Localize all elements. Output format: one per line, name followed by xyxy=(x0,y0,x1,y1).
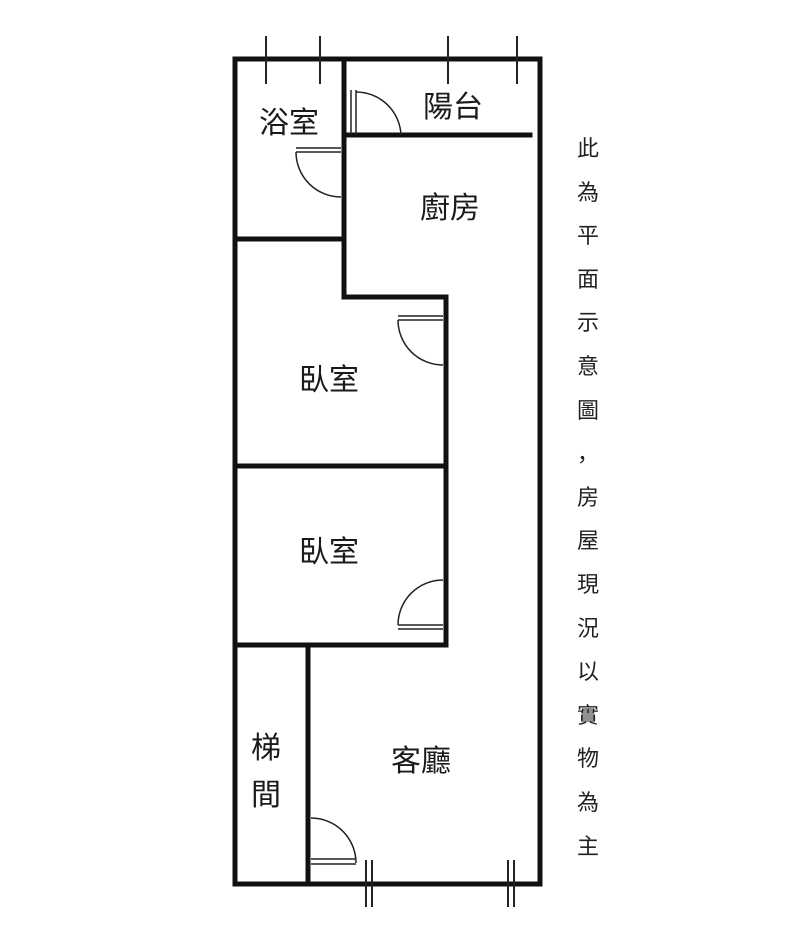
note-char: 況 xyxy=(576,616,599,642)
room-label-bedroom-upper: 臥室 xyxy=(299,363,359,398)
room-label-living: 客廳 xyxy=(391,744,451,779)
note-char: 主 xyxy=(576,834,599,860)
window-ticks xyxy=(265,36,518,907)
note-char: 房 xyxy=(576,485,599,511)
door-bedroom-upper xyxy=(397,315,444,366)
note-char: 為 xyxy=(576,180,599,206)
outer-walls xyxy=(232,56,543,887)
door-bathroom xyxy=(295,147,342,198)
note-char: 此 xyxy=(576,137,599,162)
note-char: 意 xyxy=(576,354,599,380)
interior-walls xyxy=(232,56,533,887)
note-char: 面 xyxy=(576,267,599,293)
room-label-kitchen: 廚房 xyxy=(420,191,480,226)
note-char: ， xyxy=(576,442,599,468)
note-char: 圖 xyxy=(576,398,599,424)
room-label-bedroom-lower: 臥室 xyxy=(299,535,359,570)
disclaimer-note: 此 為 平 面 示 意 圖 ， 房 屋 現 況 以 實 物 為 主 xyxy=(570,128,606,869)
note-char: 為 xyxy=(576,790,599,816)
door-bedroom-lower xyxy=(397,579,444,630)
note-char: 平 xyxy=(576,224,599,250)
note-char: 物 xyxy=(576,747,599,773)
note-char: 現 xyxy=(576,572,599,598)
room-label-stair-2: 間 xyxy=(251,778,281,813)
note-char: 屋 xyxy=(576,529,599,555)
note-char: 實 xyxy=(576,703,599,729)
door-living xyxy=(310,817,357,865)
door-balcony xyxy=(350,90,402,136)
note-char: 以 xyxy=(576,660,599,686)
room-label-balcony: 陽台 xyxy=(423,90,483,125)
room-label-stair-1: 梯 xyxy=(251,731,281,766)
room-label-bathroom: 浴室 xyxy=(259,106,319,141)
note-char: 示 xyxy=(576,311,599,337)
